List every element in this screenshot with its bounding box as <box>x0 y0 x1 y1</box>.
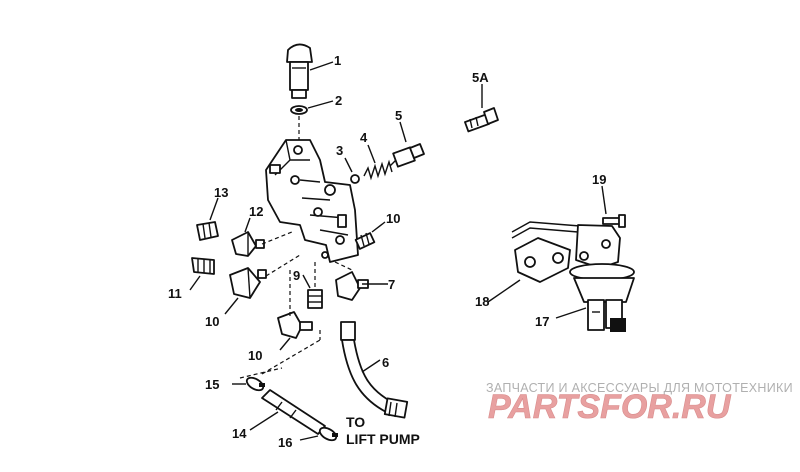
label-18: 18 <box>475 294 489 309</box>
label-5a: 5A <box>472 70 489 85</box>
part-3-ring <box>350 174 360 184</box>
label-17: 17 <box>535 314 549 329</box>
label-13: 12 <box>249 204 263 219</box>
label-19: 19 <box>592 172 606 187</box>
label-11: 10 <box>205 314 219 329</box>
label-10: 10 <box>248 348 262 363</box>
part-19-screw <box>602 214 626 228</box>
watermark-tagline: ЗАПЧАСТИ И АКСЕССУАРЫ ДЛЯ МОТОТЕХНИКИ <box>486 381 793 395</box>
label-9: 9 <box>293 268 300 283</box>
part-9-fitting <box>307 289 323 309</box>
part-2-ring <box>290 105 308 115</box>
part-valve-body <box>265 139 359 263</box>
part-8-elbow <box>335 271 369 301</box>
label-4: 4 <box>360 130 368 145</box>
label-3: 3 <box>336 143 343 158</box>
part-1-cap <box>286 43 313 99</box>
part-17-fuel-pump <box>511 221 635 332</box>
part-16-clamp-bottom <box>318 426 338 442</box>
label-15: 14 <box>232 426 247 441</box>
part-18-gasket <box>514 237 571 283</box>
part-12-nipple <box>191 257 215 275</box>
part-16-clamp-top <box>245 376 265 392</box>
part-10-elbow <box>277 311 313 339</box>
part-4-spring <box>363 159 393 181</box>
label-7: 10 <box>386 211 400 226</box>
label-16-bottom: 16 <box>278 435 292 450</box>
note-lift-pump: LIFT PUMP <box>346 431 420 447</box>
label-2: 2 <box>335 93 342 108</box>
label-8: 7 <box>388 277 395 292</box>
watermark-logo: PARTSFOR.RU <box>488 388 732 426</box>
part-7-plug <box>354 232 376 250</box>
part-15-hose <box>261 389 326 435</box>
part-5-fitting <box>389 143 425 168</box>
part-14-nipple <box>196 221 219 241</box>
label-16-top: 15 <box>205 377 219 392</box>
part-5a-connector <box>464 107 499 133</box>
label-1: 1 <box>334 53 341 68</box>
watermark: ЗАПЧАСТИ И АКСЕССУАРЫ ДЛЯ МОТОТЕХНИКИ PA… <box>486 381 793 426</box>
part-13-elbow <box>231 231 265 257</box>
label-5: 5 <box>395 108 402 123</box>
label-14: 13 <box>214 185 228 200</box>
part-11-elbow <box>229 267 267 299</box>
label-6: 6 <box>382 355 389 370</box>
note-to: TO <box>346 414 365 430</box>
label-12: 11 <box>168 286 182 301</box>
part-6-hose <box>340 321 409 419</box>
